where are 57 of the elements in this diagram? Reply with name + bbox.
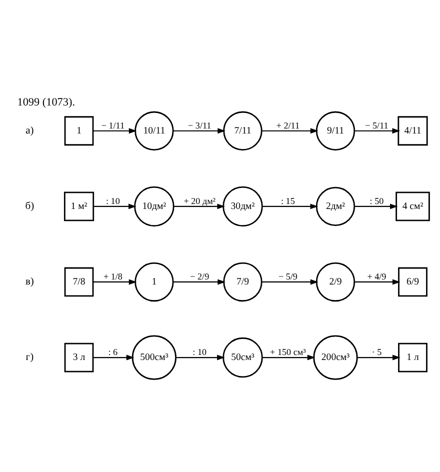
arrow	[93, 278, 137, 284]
arrow	[94, 203, 136, 209]
arrow	[174, 203, 226, 209]
edge-label: − 5/9	[278, 270, 298, 281]
arrow	[354, 128, 400, 134]
edge-label: − 5/11	[365, 120, 388, 130]
edge-label: : 15	[281, 195, 295, 206]
arrow	[176, 354, 225, 360]
node-box: 1 л	[398, 342, 428, 372]
edge-label: − 3/11	[188, 120, 212, 130]
node-circle: 10дм²	[134, 186, 174, 226]
node-box: 4/11	[398, 116, 428, 146]
arrow	[173, 128, 226, 134]
edge-label: − 1/11	[101, 120, 125, 130]
node-circle: 200см³	[313, 334, 358, 380]
edge-label: : 6	[108, 346, 118, 357]
node-circle: 9/11	[316, 110, 356, 150]
edge-label: + 2/11	[276, 120, 300, 130]
edge-label: + 4/9	[367, 270, 386, 281]
edge-label: : 50	[370, 195, 384, 206]
node-box: 7/8	[64, 266, 94, 296]
node-box: 6/9	[398, 266, 428, 296]
arrow	[262, 128, 318, 134]
diagram-title: 1099 (1073).	[17, 96, 76, 108]
label: г)	[26, 351, 34, 362]
label: в)	[25, 276, 34, 287]
node-circle: 1	[134, 262, 174, 302]
node-circle: 2/9	[316, 262, 356, 302]
node-circle: 2дм²	[316, 186, 356, 226]
node-circle: 30дм²	[222, 186, 263, 226]
edge-label: + 20 дм²	[184, 195, 216, 206]
node-circle: 50см³	[222, 336, 263, 378]
arrow	[354, 278, 400, 284]
node-box: 1	[64, 116, 94, 146]
arrow	[354, 203, 398, 209]
edge-label: + 150 см³	[270, 346, 306, 357]
edge-label: : 10	[106, 195, 120, 206]
arrow	[262, 203, 318, 209]
node-box: 1 м²	[64, 191, 94, 221]
arrow	[262, 354, 316, 360]
node-circle: 10/11	[134, 110, 174, 150]
node-box: 4 см²	[396, 191, 430, 221]
edge-label: − 2/9	[190, 270, 210, 281]
label: б)	[25, 200, 34, 212]
arrow	[173, 278, 226, 284]
node-circle: 7/9	[223, 262, 262, 302]
arrow	[93, 354, 134, 360]
arrow	[93, 128, 137, 134]
label: а)	[26, 124, 34, 136]
arrow	[357, 354, 400, 360]
edge-label: + 1/8	[103, 270, 122, 281]
node-circle: 500см³	[132, 334, 176, 380]
arrow	[262, 278, 318, 284]
node-box: 3 л	[64, 342, 94, 372]
edge-label: : 10	[192, 346, 207, 357]
edge-label: · 5	[372, 346, 382, 357]
node-circle: 7/11	[223, 110, 262, 150]
